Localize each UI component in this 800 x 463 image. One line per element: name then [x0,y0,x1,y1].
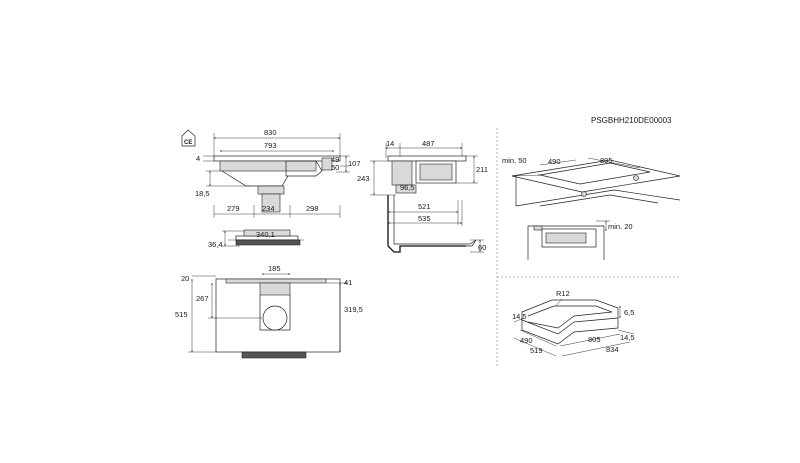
dim-243: 243 [357,174,370,183]
side-section-view: 14 487 211 243 96,5 60 521 535 [357,139,488,253]
dim-515: 515 [175,310,188,319]
dim-36-4: 36,4 [208,240,223,249]
ce-mark-icon: CE [181,129,196,147]
dim-50: 50 [331,163,339,172]
dim-49: 49 [331,155,339,164]
dim-319-5: 319,5 [344,305,363,314]
dim-340-1: 340,1 [256,230,275,239]
dim-14: 14 [386,139,394,148]
dim-6-5: 6,5 [624,308,634,317]
dim-830: 830 [264,128,277,137]
dim-211: 211 [476,165,488,174]
dim-234: 234 [262,204,275,213]
dim-14-5-right: 14,5 [620,333,635,342]
dim-834: 834 [606,345,619,354]
dim-185: 185 [268,264,281,273]
dim-279: 279 [227,204,240,213]
dim-487: 487 [422,139,435,148]
dim-min-20: min. 20 [608,222,633,231]
front-section-view: CE 830 793 49 50 107 4 18,5 [181,128,361,249]
dim-install-805: 805 [600,156,613,165]
dim-14-5-left: 14,5 [512,312,527,321]
dim-267: 267 [196,294,209,303]
document-code: PSGBHH210DE00003 [591,116,672,125]
dim-535: 535 [418,214,431,223]
dim-r12: R12 [556,289,570,298]
dim-18-5: 18,5 [195,189,210,198]
cutout-perspective-view: R12 6,5 14,5 490 519 805 834 14,5 [512,289,635,357]
dim-20: 20 [181,274,189,283]
ce-mark-label: CE [184,140,192,146]
installation-perspective-view: min. 50 490 805 min. 20 [502,156,681,260]
plan-view: 185 20 41 267 515 319,5 [175,264,363,359]
dim-4: 4 [196,154,200,163]
dim-install-490: 490 [548,157,561,166]
dim-41: 41 [344,278,352,287]
dim-60: 60 [478,243,486,252]
dim-min-50: min. 50 [502,156,527,165]
dim-298: 298 [306,204,319,213]
dim-96-5: 96,5 [400,183,415,192]
dim-107: 107 [348,159,361,168]
dim-793: 793 [264,141,277,150]
dim-519: 519 [530,346,543,355]
dim-cutout-490: 490 [520,336,533,345]
dim-521: 521 [418,202,431,211]
extractor-outlet-icon [262,305,288,331]
dim-cutout-805: 805 [588,335,601,344]
